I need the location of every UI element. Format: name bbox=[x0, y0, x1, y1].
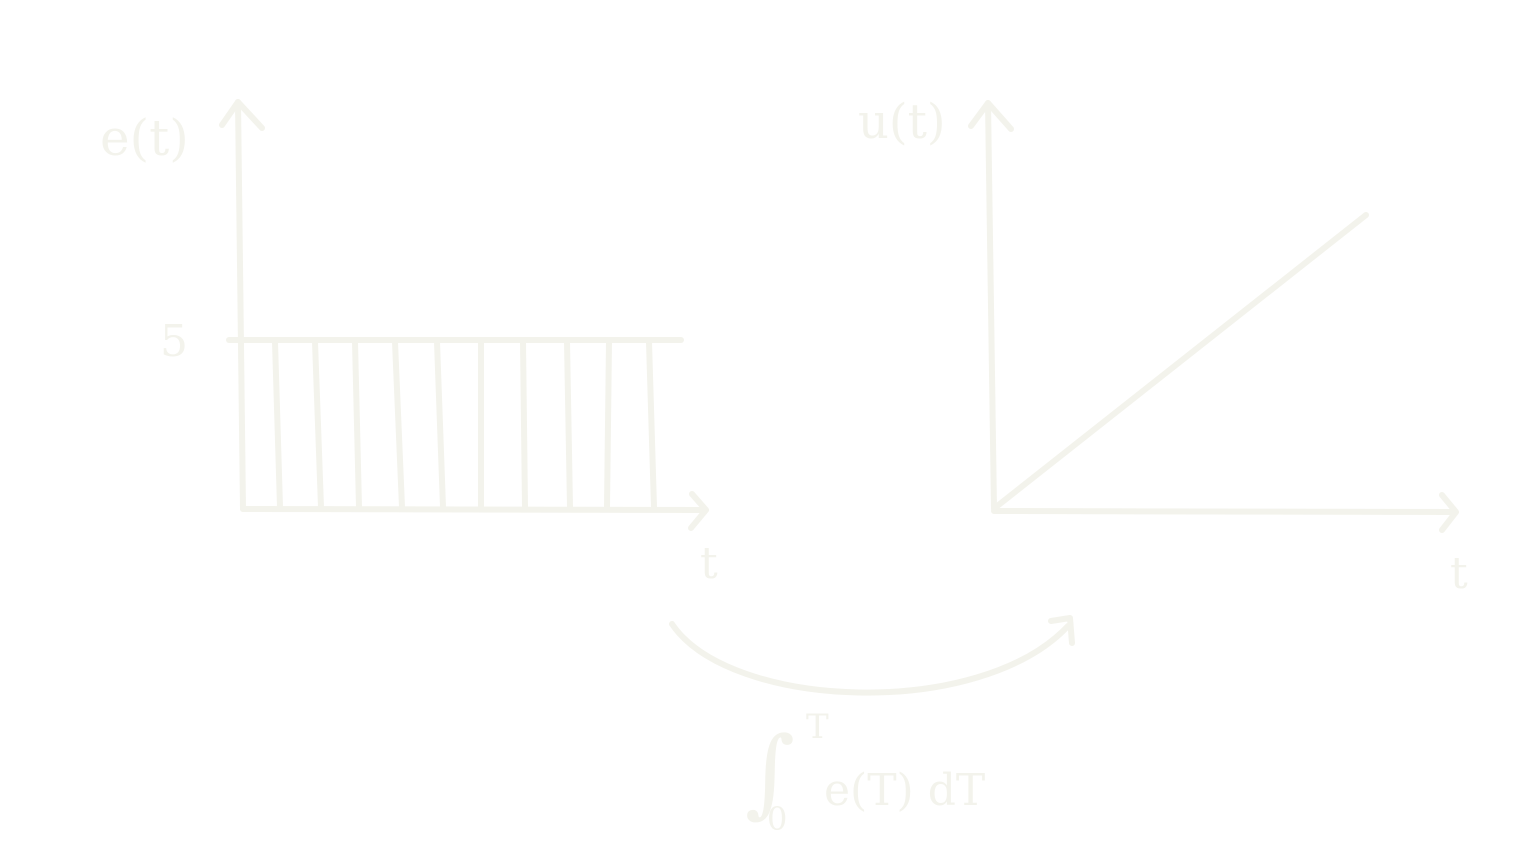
left-x-axis bbox=[240, 506, 708, 513]
ramp-line bbox=[993, 212, 1369, 510]
right-x-axis-arrowhead bbox=[1439, 492, 1459, 533]
integral-upper-limit: T bbox=[806, 707, 829, 747]
right-y-axis-label: u(t) bbox=[858, 94, 946, 150]
left-x-axis-arrowhead bbox=[688, 491, 709, 531]
integrand-expression: e(T) dT bbox=[824, 765, 985, 816]
left-y-axis-arrowhead bbox=[219, 99, 265, 131]
left-y-axis-label: e(t) bbox=[100, 109, 189, 167]
constant-value-label: 5 bbox=[160, 316, 188, 367]
right-x-axis bbox=[991, 508, 1458, 515]
right-graph: u(t) t bbox=[858, 94, 1468, 599]
area-hatching bbox=[272, 339, 657, 510]
left-x-axis-label: t bbox=[700, 538, 718, 589]
integral-sign: ∫ bbox=[745, 716, 795, 828]
left-graph: e(t) t 5 bbox=[100, 99, 718, 589]
left-y-axis bbox=[235, 99, 246, 512]
integral-lower-limit: 0 bbox=[767, 800, 787, 838]
right-x-axis-label: t bbox=[1450, 548, 1468, 599]
transform-arrowhead bbox=[1048, 615, 1075, 646]
integration-operation: ∫ T 0 e(T) dT bbox=[669, 615, 1075, 838]
right-y-axis-arrowhead bbox=[968, 100, 1014, 132]
right-y-axis bbox=[985, 100, 997, 512]
transform-arrow bbox=[669, 621, 1071, 696]
